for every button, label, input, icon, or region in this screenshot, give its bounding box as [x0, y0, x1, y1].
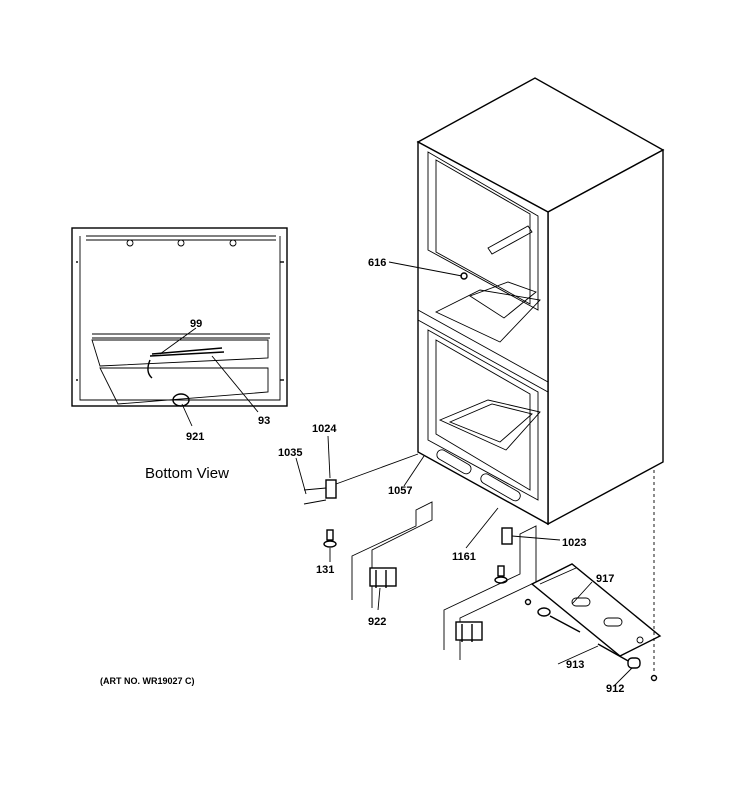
bottom-view-caption: Bottom View	[145, 465, 229, 482]
roller-912-icon	[627, 657, 641, 669]
part-label-99: 99	[190, 318, 202, 330]
bottom-view-panel	[71, 227, 288, 407]
part-label-912: 912	[606, 683, 624, 695]
lower-hinge-right	[443, 525, 537, 660]
mounting-hole-icon	[229, 239, 237, 247]
drain-tube-icon	[147, 347, 225, 379]
part-label-1035: 1035	[278, 447, 302, 459]
mounting-hole-icon	[126, 239, 134, 247]
part-label-1057: 1057	[388, 485, 412, 497]
part-label-913: 913	[566, 659, 584, 671]
mounting-hole-icon	[177, 239, 185, 247]
part-label-1161: 1161	[452, 551, 476, 563]
part-label-93: 93	[258, 415, 270, 427]
drain-fitting-icon	[172, 393, 190, 407]
hinge-bracket-icon	[369, 567, 397, 587]
leveler-icon	[494, 576, 508, 584]
base-grille-917-icon	[530, 563, 662, 657]
hinge-pin-1024-icon	[325, 479, 337, 499]
hinge-pin-1023-icon	[501, 527, 513, 545]
part-label-131: 131	[316, 564, 334, 576]
part-label-922: 922	[368, 616, 386, 628]
refrigerator-cabinet	[416, 77, 665, 526]
part-label-917: 917	[596, 573, 614, 585]
hinge-bracket-icon	[455, 621, 483, 641]
leveler-131-icon	[323, 540, 337, 548]
part-label-616: 616	[368, 257, 386, 269]
rod-913-icon	[597, 643, 631, 663]
lower-hinge-left	[351, 501, 433, 608]
part-label-1024: 1024	[312, 423, 337, 435]
art-number: (ART NO. WR19027 C)	[100, 676, 195, 686]
part-label-1023: 1023	[562, 537, 586, 549]
part-label-921: 921	[186, 431, 204, 443]
